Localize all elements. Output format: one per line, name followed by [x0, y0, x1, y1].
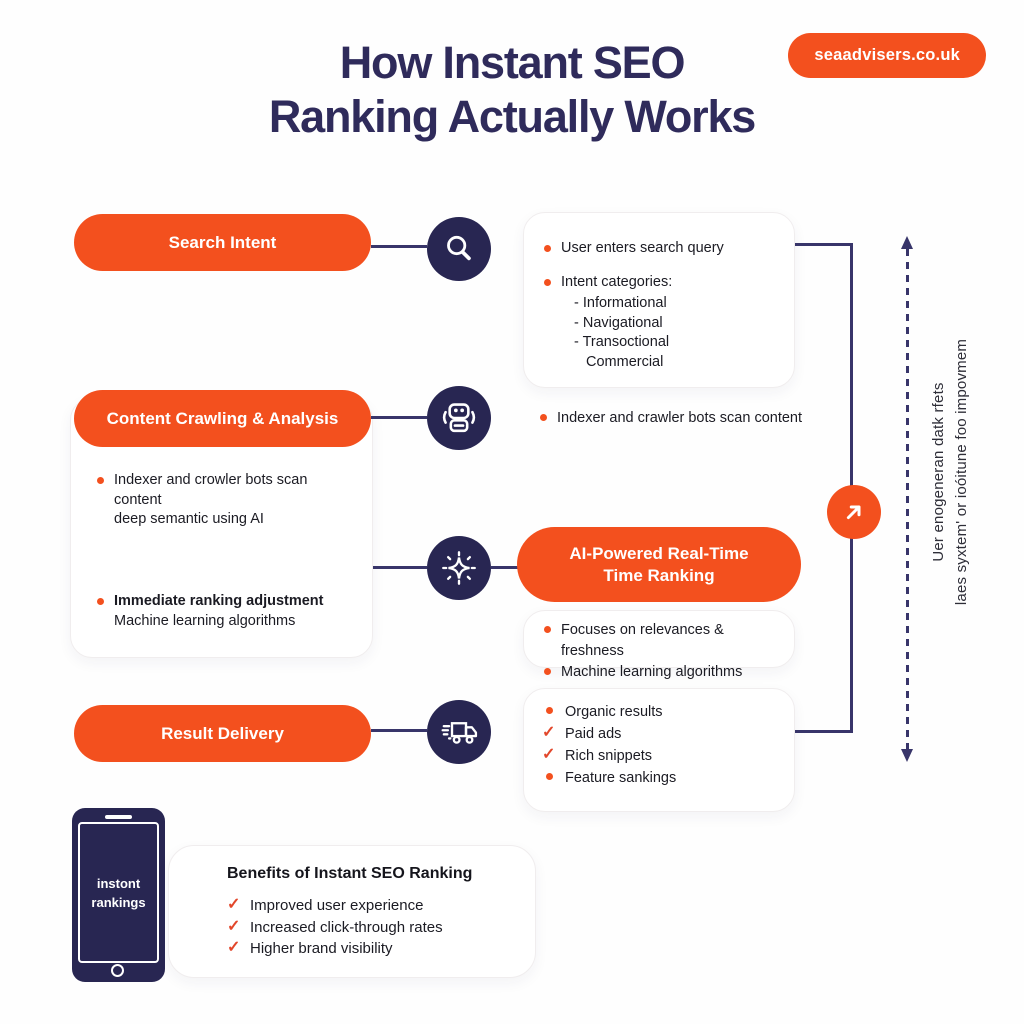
list-item: ✓ Rich snippets — [542, 745, 782, 767]
bracket-line — [795, 243, 853, 246]
bullet-icon — [546, 707, 553, 714]
connector-line — [371, 245, 427, 248]
side-note-line1: Uer enogeneran datk rfets — [930, 382, 947, 562]
phone-screen: instont rankings — [78, 822, 159, 963]
phone-speaker — [105, 815, 132, 819]
benefits-title: Benefits of Instant SEO Ranking — [227, 865, 473, 882]
step-pill-search-intent: Search Intent — [74, 214, 371, 271]
list-item-text: Immediate ranking adjustment Machine lea… — [114, 592, 324, 631]
phone-home-button — [111, 964, 124, 977]
step-icon-circle — [427, 386, 491, 450]
step-icon-circle — [427, 700, 491, 764]
delivery-truck-icon — [441, 722, 478, 744]
page-title: How Instant SEO Ranking Actually Works — [0, 36, 1024, 144]
bullet-icon — [544, 668, 551, 675]
phone-label-line2: rankings — [91, 894, 146, 910]
phone-illustration: instont rankings — [72, 808, 165, 982]
list-item: Organic results — [542, 701, 782, 723]
list-item-text: Organic results — [565, 704, 663, 720]
list-item: ✓ Improved user experience — [227, 895, 521, 917]
bullet-icon — [544, 626, 551, 633]
list-item-text: Intent categories: — [561, 273, 673, 290]
loop-circle — [827, 485, 881, 539]
list-item-text: Higher brand visibility — [250, 940, 393, 957]
bullet-icon — [546, 773, 553, 780]
list-item-text: User enters search query — [561, 240, 724, 256]
list-item-line: Indexer and crowler bots scan content — [114, 472, 308, 508]
check-icon: ✓ — [542, 724, 556, 741]
list-item: Feature sankings — [542, 767, 782, 789]
list-item-text: Focuses on relevances & freshness — [561, 622, 724, 659]
ai-ranking-card: Focuses on relevances & freshness Machin… — [523, 610, 795, 680]
bullet-icon — [540, 414, 547, 421]
step-pill-content-crawling: Content Crawling & Analysis — [74, 390, 371, 447]
check-icon: ✓ — [227, 939, 241, 956]
list-item-text: Increased click-through rates — [250, 918, 443, 936]
search-intent-card: User enters search query Intent categori… — [523, 212, 795, 388]
list-item: User enters search query — [544, 239, 780, 259]
arrowhead-down-icon — [901, 749, 913, 762]
connector-line — [371, 416, 427, 419]
crawl-note-text: Indexer and crawler bots scan content — [557, 410, 803, 426]
bullet-icon — [97, 477, 104, 484]
list-item-text: Improved user experience — [250, 897, 424, 914]
result-delivery-card: Organic results ✓ Paid ads ✓ Rich snippe… — [523, 688, 795, 812]
check-icon: ✓ — [542, 746, 556, 763]
check-icon: ✓ — [227, 917, 241, 935]
robot-icon — [442, 403, 476, 433]
dashed-arrow-line — [906, 249, 909, 749]
sub-list: - Informational - Navigational - Transoc… — [574, 294, 780, 372]
sparkle-icon — [442, 551, 476, 585]
list-item: ✓ Higher brand visibility — [227, 938, 521, 960]
list-item-text: Feature sankings — [565, 770, 677, 786]
list-item: ✓ Paid ads — [542, 723, 782, 745]
connector-line — [491, 566, 518, 569]
side-note: Uer enogeneran datk rfets laes syxtem' o… — [927, 322, 973, 622]
list-item-text: Rich snippets — [565, 748, 653, 764]
list-item: Indexer and crowler bots scan content de… — [97, 471, 359, 530]
connector-line — [371, 729, 427, 732]
sub-list-item: - Informational — [574, 295, 667, 311]
list-item-text: Paid ads — [565, 726, 622, 742]
connector-line — [373, 566, 427, 569]
step-icon-circle — [427, 536, 491, 600]
pill-line2: Time Ranking — [603, 565, 715, 585]
step-pill-result-delivery: Result Delivery — [74, 705, 371, 762]
arrow-up-right-icon — [846, 505, 861, 520]
list-item-text: Indexer and crowler bots scan content de… — [114, 471, 359, 530]
side-note-line2: laes syxtem' or ioóitune foo impovmem — [953, 338, 970, 606]
list-item-text: Machine learning algorithms — [561, 664, 743, 680]
step-icon-circle — [427, 217, 491, 281]
page-title-line2: Ranking Actually Works — [268, 91, 756, 142]
arrowhead-up-icon — [901, 236, 913, 249]
list-item: Immediate ranking adjustment Machine lea… — [97, 592, 359, 631]
pill-line1: AI-Powered Real-Time — [569, 543, 749, 563]
sub-list-item: - Transoctional — [574, 334, 670, 350]
list-item-line: Machine learning algorithms — [114, 612, 296, 629]
list-item-line: deep semantic using AI — [114, 511, 264, 527]
bullet-icon — [544, 278, 551, 286]
sub-list-item: Commercial — [586, 353, 664, 370]
step-pill-ai-ranking: AI-Powered Real-Time Time Ranking — [517, 527, 801, 602]
magnifier-icon — [447, 235, 471, 261]
list-item: Focuses on relevances & freshness — [544, 620, 782, 662]
bullet-icon — [97, 598, 104, 605]
sub-list-item: - Navigational — [574, 314, 663, 331]
bullet-icon — [544, 245, 551, 252]
crawl-note: Indexer and crawler bots scan content — [540, 408, 830, 428]
list-item: Intent categories: — [544, 273, 780, 293]
page-title-line1: How Instant SEO — [339, 37, 686, 88]
list-item-line: Immediate ranking adjustment — [114, 593, 324, 609]
check-icon: ✓ — [227, 896, 241, 913]
benefits-card: Benefits of Instant SEO Ranking ✓ Improv… — [168, 845, 536, 978]
list-item: ✓ Increased click-through rates — [227, 917, 521, 939]
phone-label-line1: instont — [96, 875, 141, 891]
bracket-line — [795, 730, 853, 733]
list-item: Machine learning algorithms — [544, 662, 782, 683]
website-badge[interactable]: seaadvisers.co.uk — [788, 33, 986, 78]
